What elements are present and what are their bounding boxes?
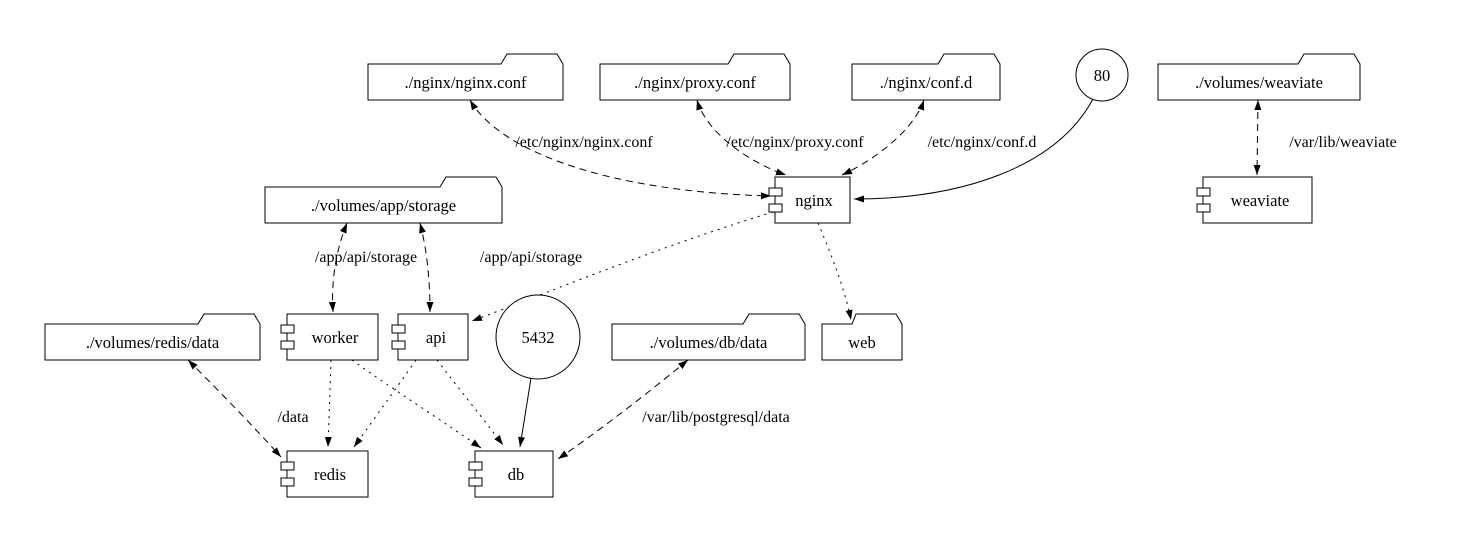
edge-layer <box>187 98 1262 460</box>
edge-nginx-conf-to-nginx <box>469 99 772 200</box>
node-label: ./volumes/redis/data <box>86 333 220 352</box>
node-worker: worker <box>280 313 379 361</box>
edge-api-to-redis <box>353 359 417 448</box>
component-tab <box>391 340 406 350</box>
node-label: 80 <box>1094 66 1111 85</box>
folder-shape <box>1157 53 1361 101</box>
edge-label-data: /data <box>277 409 308 426</box>
node-port-80: 80 <box>1075 48 1129 102</box>
node-label: api <box>426 328 447 347</box>
edge-nginx-to-web <box>817 222 853 321</box>
edge-label-etc-nginx-proxy-conf: /etc/nginx/proxy.conf <box>726 134 864 151</box>
edge-port-5432-to-db <box>518 377 532 448</box>
folder-shape <box>821 313 903 361</box>
edge-app-storage-to-worker <box>328 222 348 313</box>
folder-shape <box>851 53 1001 101</box>
node-label: ./volumes/weaviate <box>1195 73 1323 92</box>
node-label: db <box>508 465 525 484</box>
node-label: ./nginx/proxy.conf <box>634 73 756 92</box>
edge-label-app-api-storage-api: /app/api/storage <box>480 249 582 266</box>
component-tab <box>280 340 295 350</box>
edge-volumes-weaviate-to-weaviate <box>1253 99 1262 176</box>
component-tab <box>768 187 783 197</box>
component-body <box>286 450 369 498</box>
edge-label-layer: /etc/nginx/nginx.conf /etc/nginx/proxy.c… <box>277 134 1396 426</box>
node-label: ./volumes/app/storage <box>311 196 456 215</box>
node-db: db <box>468 450 554 498</box>
node-label: nginx <box>795 191 833 210</box>
node-api: api <box>391 313 469 361</box>
node-nginx-conf: ./nginx/nginx.conf <box>367 53 564 101</box>
node-volumes-app-storage: ./volumes/app/storage <box>264 176 503 224</box>
edge-worker-to-redis <box>324 359 332 448</box>
edge-worker-to-db <box>351 359 482 449</box>
node-volumes-redis-data: ./volumes/redis/data <box>44 313 261 361</box>
component-tab <box>280 324 295 334</box>
edge-db-data-to-db <box>557 359 689 460</box>
component-tab <box>280 477 295 487</box>
folder-shape <box>44 313 261 361</box>
component-body <box>286 313 379 361</box>
component-body <box>1202 176 1313 224</box>
edge-label-etc-nginx-conf-d: /etc/nginx/conf.d <box>928 134 1037 151</box>
component-tab <box>468 461 483 471</box>
folder-shape <box>611 313 806 361</box>
node-label: web <box>848 333 876 352</box>
edge-label-etc-nginx-nginx-conf: /etc/nginx/nginx.conf <box>515 134 653 151</box>
node-volumes-weaviate: ./volumes/weaviate <box>1157 53 1361 101</box>
component-tab <box>1196 187 1211 197</box>
node-label: ./nginx/conf.d <box>880 73 973 92</box>
node-label: redis <box>314 465 346 484</box>
edge-label-var-lib-postgresql-data: /var/lib/postgresql/data <box>642 409 790 426</box>
node-weaviate: weaviate <box>1196 176 1313 224</box>
node-redis: redis <box>280 450 369 498</box>
component-tab <box>280 461 295 471</box>
node-conf-d: ./nginx/conf.d <box>851 53 1001 101</box>
node-label: worker <box>312 328 359 347</box>
node-label: ./volumes/db/data <box>650 333 768 352</box>
circle-shape <box>1075 48 1129 102</box>
node-label: ./nginx/nginx.conf <box>405 73 527 92</box>
folder-shape <box>367 53 564 101</box>
node-label: 5432 <box>522 328 555 347</box>
node-label: weaviate <box>1231 191 1290 210</box>
component-tab <box>768 203 783 213</box>
component-body <box>474 450 554 498</box>
folder-shape <box>599 53 791 101</box>
edge-redis-data-to-redis <box>187 359 282 458</box>
folder-shape <box>264 176 503 224</box>
node-layer: ./nginx/nginx.conf ./nginx/proxy.conf ./… <box>44 48 1361 498</box>
node-port-5432: 5432 <box>495 294 581 380</box>
component-tab <box>468 477 483 487</box>
component-tab <box>391 324 406 334</box>
circle-shape <box>495 294 581 380</box>
edge-port-80-to-nginx <box>853 98 1094 203</box>
edge-label-app-api-storage-worker: /app/api/storage <box>315 249 417 266</box>
edge-nginx-to-api <box>471 211 774 322</box>
node-proxy-conf: ./nginx/proxy.conf <box>599 53 791 101</box>
edge-label-var-lib-weaviate: /var/lib/weaviate <box>1289 134 1397 151</box>
edge-conf-d-to-nginx <box>841 99 925 176</box>
node-web: web <box>821 313 903 361</box>
component-tab <box>1196 203 1211 213</box>
node-nginx: nginx <box>768 176 851 224</box>
edge-app-storage-to-api <box>419 222 434 313</box>
node-volumes-db-data: ./volumes/db/data <box>611 313 806 361</box>
edge-api-to-db <box>436 359 504 446</box>
component-body <box>774 176 851 224</box>
component-body <box>397 313 469 361</box>
